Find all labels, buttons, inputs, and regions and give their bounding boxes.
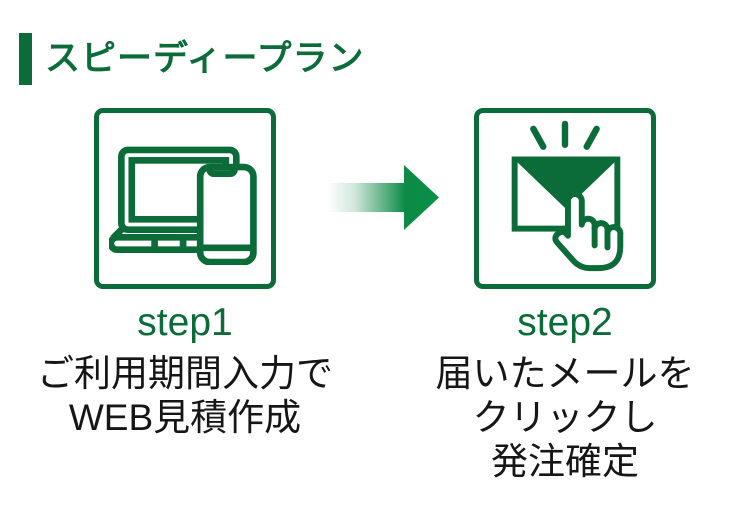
step2-label: step2	[517, 301, 613, 344]
hand-cursor-icon	[552, 190, 624, 271]
step1-label: step1	[137, 301, 233, 344]
notification-rays-icon	[530, 120, 600, 150]
step2-description-line3: 発注確定	[491, 441, 639, 482]
step2-description-line1: 届いたメールを	[435, 353, 695, 394]
mail-click-icon	[511, 120, 624, 271]
step1-icon-box	[94, 108, 276, 289]
page-title: スピーディープラン	[45, 39, 365, 78]
arrow-right-icon	[327, 165, 439, 230]
step2-icon-box	[474, 108, 656, 289]
step1-description: ご利用期間入力で WEB見積作成	[5, 352, 365, 440]
step2-description: 届いたメールを クリックし 発注確定	[385, 352, 741, 484]
step1-description-line2: WEB見積作成	[68, 397, 302, 438]
title-accent-bar	[19, 33, 32, 85]
step2-description-line2: クリックし	[472, 397, 658, 438]
step1-description-line1: ご利用期間入力で	[37, 353, 333, 394]
laptop-and-smartphone-icon	[109, 146, 257, 265]
